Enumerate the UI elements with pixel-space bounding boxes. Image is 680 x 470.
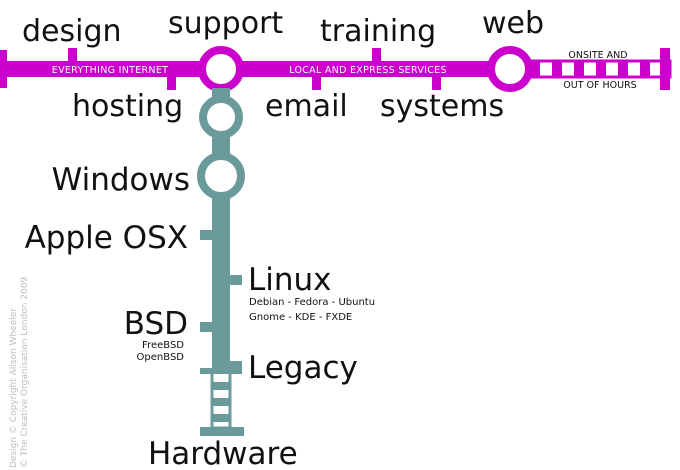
teal-dash (200, 368, 242, 374)
extension-note-line2: OUT OF HOURS (563, 80, 636, 91)
station-circle-upper (199, 95, 243, 139)
tick-apple-osx (200, 230, 214, 240)
extension-dash (618, 61, 628, 77)
station-label-systems: systems (380, 89, 504, 124)
teal-dash (212, 382, 230, 390)
station-label-email: email (265, 89, 348, 124)
tick-legacy (228, 361, 242, 371)
teal-dash (212, 414, 230, 422)
station-label-hardware: Hardware (148, 436, 298, 470)
tick-linux (228, 275, 242, 285)
interchange-support (198, 46, 244, 92)
station-circle-windows (197, 152, 245, 200)
interchange-web (487, 46, 533, 92)
teal-end-cap (200, 427, 244, 436)
teal-dash (212, 398, 230, 406)
station-label-design: design (22, 14, 122, 49)
band-label-left: EVERYTHING INTERNET (52, 65, 168, 76)
credit: Design © Copyright Alison Wheeler © The … (9, 277, 30, 468)
station-label-support: support (168, 6, 283, 41)
station-label-training: training (320, 14, 436, 49)
station-label-legacy: Legacy (248, 350, 358, 386)
extension-dash (574, 61, 584, 77)
tick-bsd (200, 322, 214, 332)
station-label-web: web (482, 6, 544, 41)
bsd-sub-line1: FreeBSD (142, 340, 184, 351)
tick-email (312, 76, 321, 90)
station-label-windows: Windows (52, 162, 190, 198)
magenta-line: EVERYTHING INTERNET LOCAL AND EXPRESS SE… (0, 46, 672, 92)
teal-trunk (212, 190, 230, 370)
credit-line1: Design © Copyright Alison Wheeler (9, 308, 19, 468)
band-label-right: LOCAL AND EXPRESS SERVICES (289, 65, 447, 76)
bsd-sub-line2: OpenBSD (137, 352, 185, 363)
tick-design (68, 48, 77, 62)
linux-sub-line2: Gnome - KDE - FXDE (249, 312, 352, 323)
teal-line (197, 88, 245, 436)
extension-dash (530, 61, 540, 77)
credit-line2: © The Creative Organisation London 2009 (20, 277, 30, 468)
tick-training (372, 48, 381, 62)
station-label-linux: Linux (248, 262, 332, 298)
tick-systems (432, 76, 441, 90)
tick-hosting (167, 76, 176, 90)
extension-dash (552, 61, 562, 77)
station-label-hosting: hosting (72, 89, 183, 124)
station-label-apple-osx: Apple OSX (25, 220, 188, 256)
extension-dash (640, 61, 650, 77)
magenta-band (0, 61, 520, 77)
extension-note-line1: ONSITE AND (568, 50, 627, 61)
linux-sub-line1: Debian - Fedora - Ubuntu (249, 297, 375, 308)
station-label-bsd: BSD (124, 306, 188, 342)
extension-end-cap (660, 48, 670, 90)
extension-dash (596, 61, 606, 77)
